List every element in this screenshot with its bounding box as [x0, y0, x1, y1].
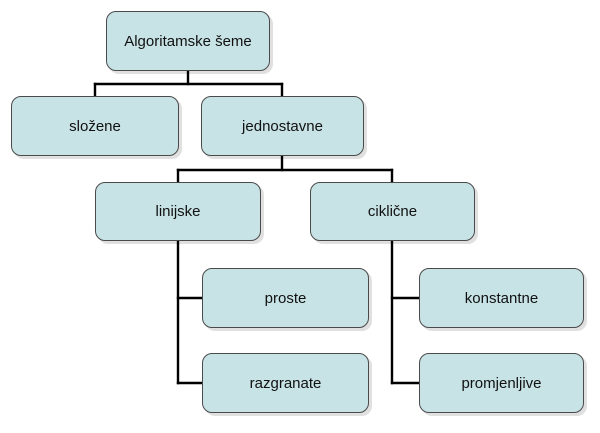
- node-jednostavne: jednostavne: [201, 96, 364, 156]
- node-algoritamske-seme: Algoritamske šeme: [106, 11, 270, 71]
- node-promjenljive: promjenljive: [419, 353, 584, 413]
- node-label: razgranate: [249, 374, 322, 392]
- node-linijske: linijske: [95, 182, 261, 241]
- node-label: jednostavne: [242, 117, 323, 135]
- node-label: Algoritamske šeme: [124, 32, 252, 50]
- node-label: promjenljive: [461, 374, 542, 392]
- node-proste: proste: [202, 268, 369, 328]
- node-label: linijske: [155, 203, 201, 220]
- node-label: proste: [264, 289, 307, 307]
- node-razgranate: razgranate: [202, 353, 369, 413]
- node-konstantne: konstantne: [419, 268, 584, 328]
- node-label: složene: [69, 117, 121, 135]
- node-ciklicne: ciklične: [310, 182, 475, 241]
- node-label: konstantne: [464, 289, 539, 307]
- node-slozene: složene: [11, 96, 179, 156]
- node-label: ciklične: [367, 203, 418, 220]
